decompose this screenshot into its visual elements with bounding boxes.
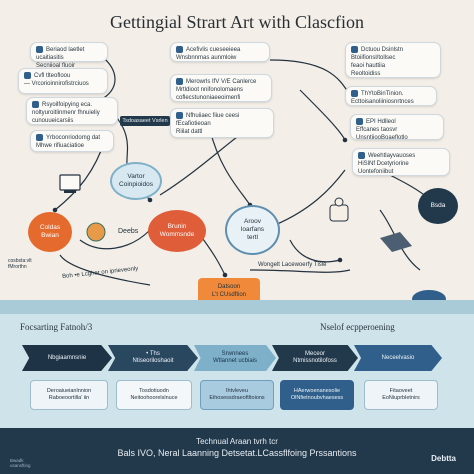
document-icon: [32, 101, 39, 108]
footer-bar: Bwadk usansfting Technual Araan tvrh tcr…: [0, 428, 474, 474]
step-detail: Fitaoveet EoNiuprbletnirs: [364, 380, 438, 410]
brand-logo: Debtta: [431, 454, 456, 463]
database-icon: [351, 46, 358, 53]
info-card: EPI Hdlleol Effcanes taosvr UnsntiiooBoa…: [350, 114, 444, 141]
info-card: Rsyoilfoipying eca. noltyuroitlinmenr fh…: [26, 97, 118, 125]
node-model[interactable]: Brunin Wommsnde: [148, 210, 206, 252]
info-card: Merowrls IfV V/E Canlerce Mrtldioot nnif…: [170, 74, 272, 102]
step-detail: HAerwoenanesolie OlNfietnoubvhaesess: [280, 380, 354, 410]
settings-icon: [176, 112, 183, 119]
section-title-left: Focsarting Fatnoh/3: [20, 322, 93, 332]
process-step-5[interactable]: Neceelvasio: [354, 345, 442, 371]
info-card: Nfhuiiaec fiiue ceesi fEcafiotieoan Riil…: [170, 108, 274, 138]
document-icon: [36, 46, 43, 53]
step-detail: Ihtvleveu Eihosessdraeoftltoions: [200, 380, 274, 410]
process-step-2[interactable]: • Ths Ntiseoriloshaoit: [108, 345, 198, 371]
info-card: Beriaod laetlet ucaitiasitis Secniioal f…: [30, 42, 108, 69]
footer-line-2: Bals IVO, Neral Laanning Detsetat.LCassf…: [117, 448, 357, 458]
info-card: Weehtlayvauoses HiSlNf Dcetyriorine Uont…: [352, 148, 450, 176]
info-card: Acefivlis cueseeieea Wnsbnnmas aunmloiw: [170, 42, 270, 62]
process-step-1[interactable]: Nbgiaamnsnie: [22, 345, 112, 371]
settings-icon: [176, 78, 183, 85]
database-icon: [351, 90, 358, 97]
step-detail: Deroaiueianlnnion Raboeoortilla’ iin: [30, 380, 108, 410]
database-icon: [356, 118, 363, 125]
document-icon: [24, 72, 31, 79]
footer-note: Bwadk usansfting: [10, 458, 31, 468]
info-card: Dctuou Dsinlstn Btoiifionsl/tollsec feao…: [345, 42, 441, 78]
process-step-3[interactable]: Srwnnees Wtlannet ucbiais: [194, 345, 276, 371]
node-label: Deebs: [118, 228, 139, 235]
node-output[interactable]: Bsda: [418, 188, 458, 224]
section-title-right: Nselof ecpperoening: [320, 322, 395, 332]
node-analysis[interactable]: Aroov loarfans tertl: [225, 205, 280, 255]
decision-box[interactable]: Datsoon L’t CUsdftion: [198, 278, 260, 304]
banner-label: Tsdoasaeet Vsrlen: [120, 116, 170, 126]
node-caption: cosbsta:vlt fMrorthn: [8, 258, 32, 270]
process-step-4[interactable]: Meceor Ntmissnotilofoss: [272, 345, 358, 371]
page-title: Gettingial Strart Art with Clascfion: [110, 12, 364, 32]
footer-line-1: Technual Araan tvrh tcr: [196, 437, 278, 446]
node-vector[interactable]: Vartor Coinpioidos: [110, 162, 162, 200]
info-card: Yrboconriodomg dat Mhwe rifiuaciatioe: [30, 130, 114, 152]
info-card: ThYtoBinTinion. Ecttoisanoliiniosnrtnces: [345, 86, 437, 106]
document-icon: [36, 134, 43, 141]
band-header-strip: [0, 300, 474, 314]
settings-icon: [176, 46, 183, 53]
flow-label: Wongelt Lacewoerfy Tlsie: [258, 262, 327, 268]
step-detail: Tosdotiuodn Neitoohoorelslnuce: [116, 380, 192, 410]
node-input[interactable]: Coldas Bwian: [28, 212, 72, 252]
database-icon: [358, 152, 365, 159]
info-card: Cvfl tlteofloou — Vrcorioinnirofistrciuo…: [18, 68, 108, 94]
